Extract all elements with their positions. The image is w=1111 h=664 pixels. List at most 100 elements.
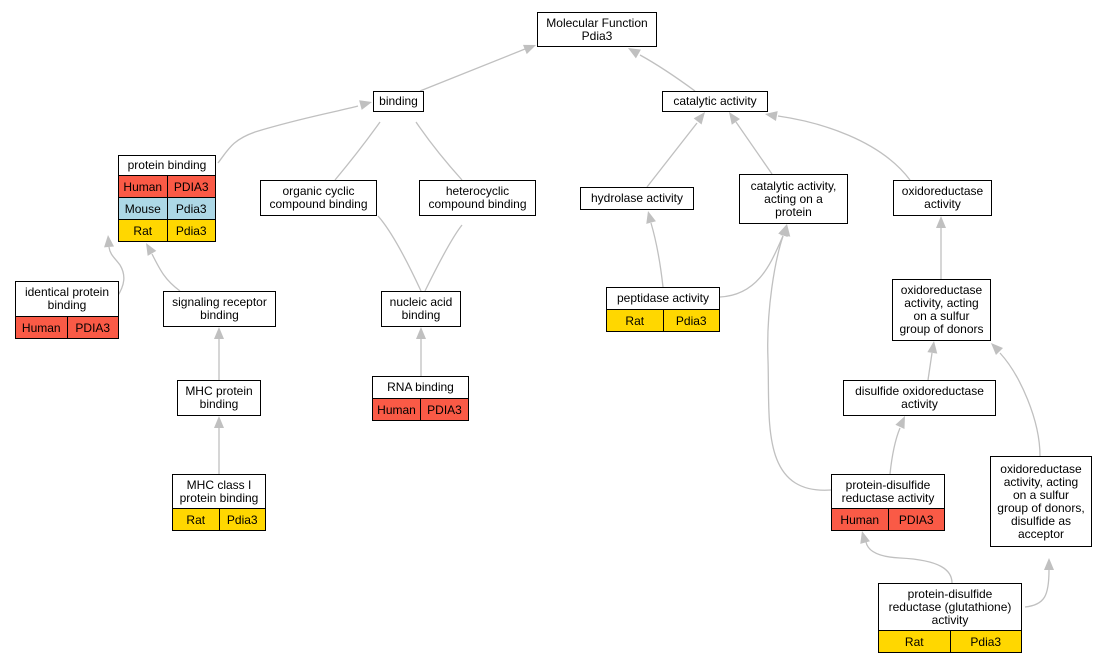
edge-line <box>719 235 784 298</box>
species-cell: Human <box>21 320 61 335</box>
node-label: MHC class I protein binding <box>179 477 259 505</box>
gene-cell: PDIA3 <box>66 317 119 338</box>
species-row: Human PDIA3 <box>16 316 118 338</box>
edge-line <box>865 541 953 584</box>
species-cell: Human <box>377 402 416 417</box>
edge-line <box>777 115 911 181</box>
node-label: RNA binding <box>387 380 454 394</box>
gene-cell: Pdia3 <box>218 509 266 530</box>
node-binding[interactable]: binding <box>373 91 424 112</box>
edge-line <box>639 54 696 92</box>
node-molecular-function[interactable]: Molecular Function Pdia3 <box>537 12 657 47</box>
edge-line <box>889 427 901 475</box>
edge-arrowhead <box>927 341 938 354</box>
node-protein-disulfide-reductase-glutathione[interactable]: protein-disulfide reductase (glutathione… <box>878 583 1022 653</box>
node-label: catalytic activity, acting on a protein <box>750 178 837 219</box>
node-oxidoreductase-sulfur-donors[interactable]: oxidoreductase activity, acting on a sul… <box>892 279 991 341</box>
node-label: Molecular Function Pdia3 <box>546 15 648 43</box>
gene-cell: Pdia3 <box>166 220 216 241</box>
node-label: hydrolase activity <box>590 191 684 205</box>
node-label: identical protein binding <box>24 285 110 312</box>
species-cell: Rat <box>625 313 645 328</box>
edge-line <box>735 121 773 175</box>
gene-cell: PDIA3 <box>887 509 945 530</box>
species-row: Human PDIA3 <box>832 508 944 530</box>
gene-cell: Pdia3 <box>949 631 1022 652</box>
species-cell: Rat <box>186 512 206 527</box>
species-cell: Rat <box>133 223 153 238</box>
edge-line <box>217 105 359 164</box>
edge-arrowhead <box>628 48 641 59</box>
node-nucleic-acid-binding[interactable]: nucleic acid binding <box>381 291 461 327</box>
node-label: disulfide oxidoreductase activity <box>855 384 984 411</box>
node-label: protein-disulfide reductase activity <box>841 477 935 505</box>
edge-line <box>646 122 698 188</box>
edge-arrowhead <box>765 111 778 122</box>
node-signaling-receptor-binding[interactable]: signaling receptor binding <box>163 291 276 327</box>
node-label: nucleic acid binding <box>389 295 453 322</box>
node-oxidoreductase-sulfur-disulfide-acceptor[interactable]: oxidoreductase activity, acting on a sul… <box>990 456 1092 547</box>
edge-arrowhead <box>693 112 705 125</box>
node-catalytic-activity[interactable]: catalytic activity <box>662 91 768 112</box>
species-cell: Human <box>840 512 880 527</box>
node-heterocyclic-compound-binding[interactable]: heterocyclic compound binding <box>419 180 536 216</box>
species-cell: Human <box>123 179 163 194</box>
edge-line <box>151 253 181 292</box>
edge-arrowhead <box>1044 558 1054 570</box>
edge-arrowhead <box>991 343 1004 356</box>
node-catalytic-activity-acting-on-protein[interactable]: catalytic activity, acting on a protein <box>739 174 848 224</box>
node-label: protein binding <box>127 158 207 172</box>
node-hydrolase-activity[interactable]: hydrolase activity <box>580 187 694 210</box>
edge-arrowhead <box>780 224 791 237</box>
node-label: protein-disulfide reductase (glutathione… <box>888 586 1012 627</box>
node-label: heterocyclic compound binding <box>428 184 527 211</box>
node-label: oxidoreductase activity, acting on a sul… <box>899 283 984 336</box>
gene-cell: PDIA3 <box>420 399 468 420</box>
edge-arrowhead <box>936 216 946 228</box>
edge-line <box>415 121 463 181</box>
species-row: Human PDIA3 <box>373 398 468 420</box>
node-label: binding <box>379 94 418 108</box>
node-label: organic cyclic compound binding <box>269 184 368 211</box>
species-row: Rat Pdia3 <box>119 219 215 241</box>
edge-arrowhead <box>895 416 905 429</box>
edge-line <box>334 121 381 181</box>
edge-arrowhead <box>104 235 115 248</box>
edge-line <box>927 352 933 381</box>
node-organic-cyclic-compound-binding[interactable]: organic cyclic compound binding <box>260 180 377 216</box>
gene-cell: Pdia3 <box>166 198 216 219</box>
node-label: MHC protein binding <box>185 384 253 411</box>
species-row: Rat Pdia3 <box>607 309 719 331</box>
gene-cell: Pdia3 <box>662 310 720 331</box>
node-label: signaling receptor binding <box>172 295 267 322</box>
edge-arrowhead <box>523 44 536 55</box>
edge-line <box>1024 569 1050 608</box>
edge-arrowhead <box>646 211 656 224</box>
edge-line <box>419 48 526 92</box>
edge-arrowhead <box>214 327 224 339</box>
node-label: catalytic activity <box>673 94 757 108</box>
node-label: oxidoreductase activity <box>901 184 984 211</box>
edge-line <box>999 352 1041 457</box>
edge-arrowhead <box>729 112 740 125</box>
edge-arrowhead <box>146 243 157 256</box>
edge-line <box>767 235 832 491</box>
species-cell: Mouse <box>124 201 161 216</box>
species-row: Mouse Pdia3 <box>119 197 215 219</box>
edge-arrowhead <box>416 327 426 339</box>
node-disulfide-oxidoreductase-activity[interactable]: disulfide oxidoreductase activity <box>843 380 996 416</box>
edge-line <box>108 246 125 298</box>
node-label: peptidase activity <box>616 291 710 305</box>
node-label: oxidoreductase activity, acting on a sul… <box>997 461 1085 541</box>
node-oxidoreductase-activity[interactable]: oxidoreductase activity <box>893 180 992 216</box>
species-row: Rat Pdia3 <box>173 508 265 530</box>
node-mhc-protein-binding[interactable]: MHC protein binding <box>177 380 261 416</box>
